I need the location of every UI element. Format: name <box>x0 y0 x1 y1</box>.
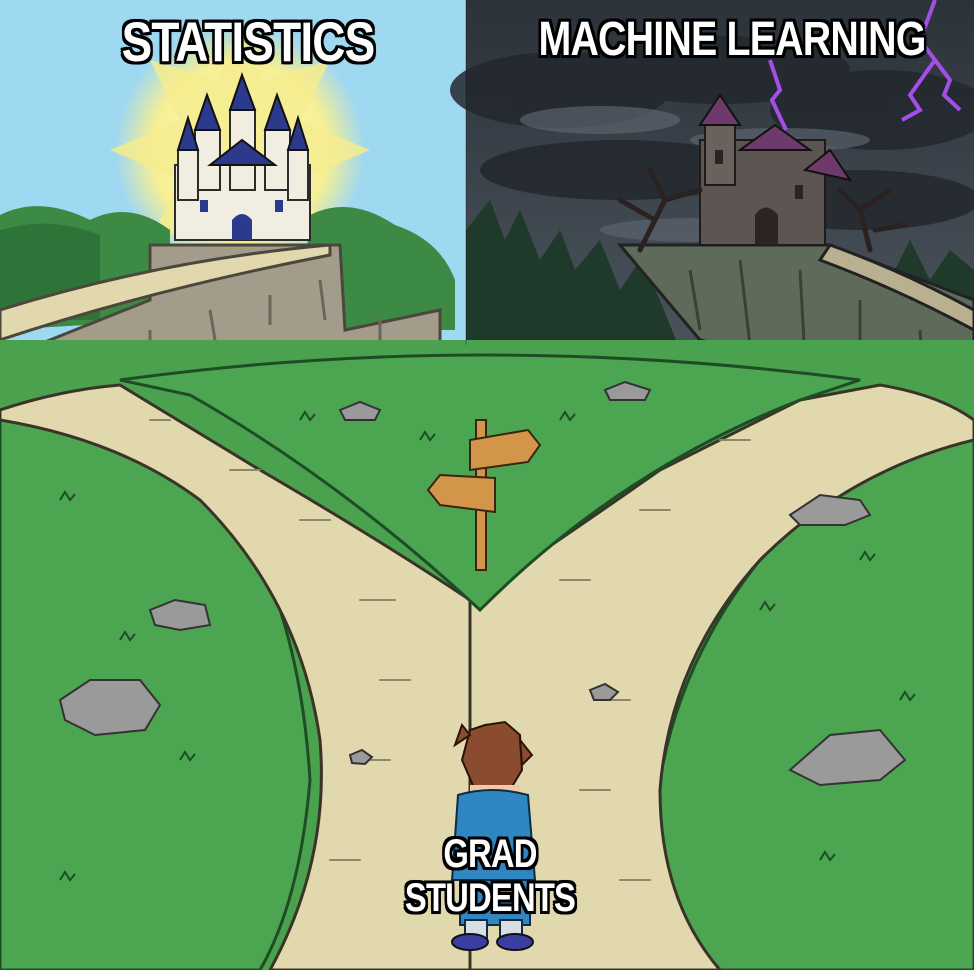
dark-forest <box>466 200 680 350</box>
dead-trees <box>617 167 908 253</box>
signpost-icon <box>426 419 542 571</box>
statistics-label: STATISTICS <box>121 10 376 73</box>
traveler-figure <box>450 720 537 951</box>
machine-learning-label: MACHINE LEARNING <box>538 13 926 66</box>
grad-students-label-line2: STUDENTS <box>404 876 576 920</box>
grad-students-label-line1: GRAD <box>443 832 537 876</box>
lightning-icon <box>768 0 962 131</box>
bright-castle-icon <box>174 72 311 241</box>
grad-students-label: GRAD STUDENTS <box>400 832 580 920</box>
dark-castle-icon <box>698 93 853 246</box>
rocks <box>58 380 907 787</box>
